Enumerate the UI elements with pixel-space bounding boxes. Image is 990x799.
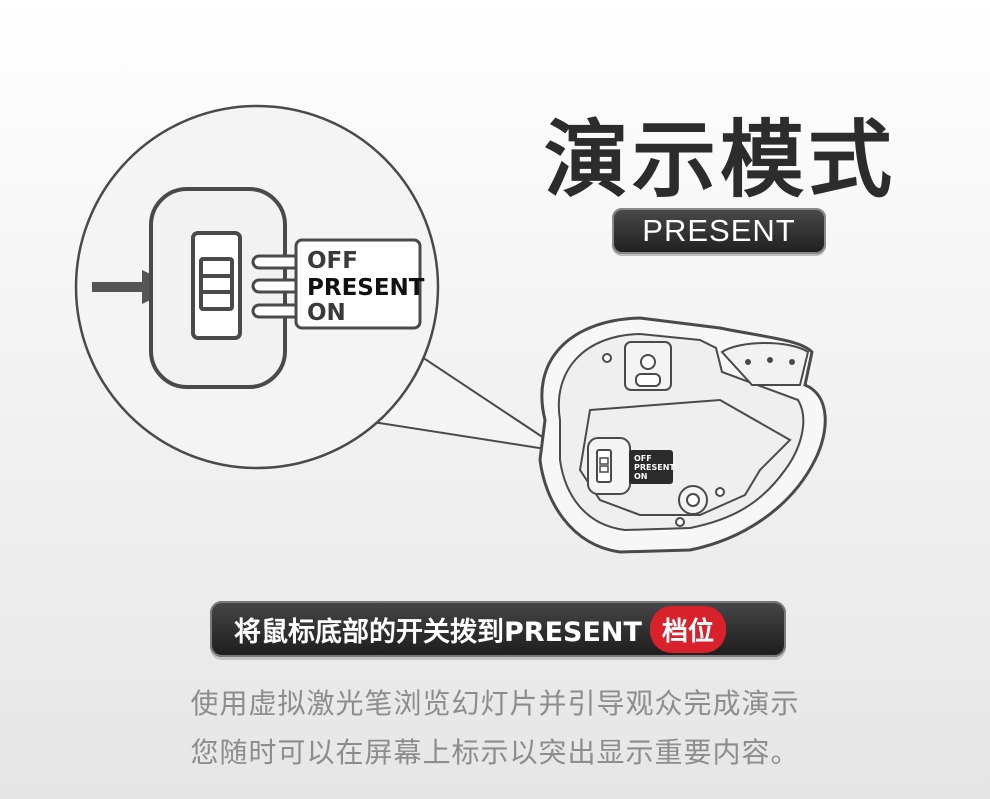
switch-contacts	[251, 254, 303, 319]
mini-switch-label-plate	[629, 450, 673, 484]
mode-switch-illustration: OFF PRESENT ON OFF PRESENT ON	[74, 104, 827, 554]
description-line-2: 您随时可以在屏幕上标示以突出显示重要内容。	[190, 736, 800, 769]
page-title: 演示模式	[543, 111, 896, 209]
mini-label-on: ON	[634, 472, 648, 481]
instruction-banner: 将鼠标底部的开关拨到PRESENT 档位	[210, 601, 786, 657]
instruction-text: 将鼠标底部的开关拨到PRESENT	[234, 616, 642, 648]
position-tag: 档位	[649, 605, 726, 653]
mini-label-off: OFF	[634, 454, 652, 463]
description-line-1: 使用虚拟激光笔浏览幻灯片并引导观众完成演示	[190, 687, 800, 720]
label-off: OFF	[307, 248, 358, 274]
mouse-underside	[538, 316, 827, 554]
mode-badge: PRESENT	[612, 208, 826, 254]
switch-label-plate	[294, 238, 422, 330]
label-present: PRESENT	[307, 275, 425, 301]
mini-label-present: PRESENT	[634, 463, 675, 472]
label-on: ON	[307, 300, 346, 326]
switch-knob	[199, 257, 234, 311]
